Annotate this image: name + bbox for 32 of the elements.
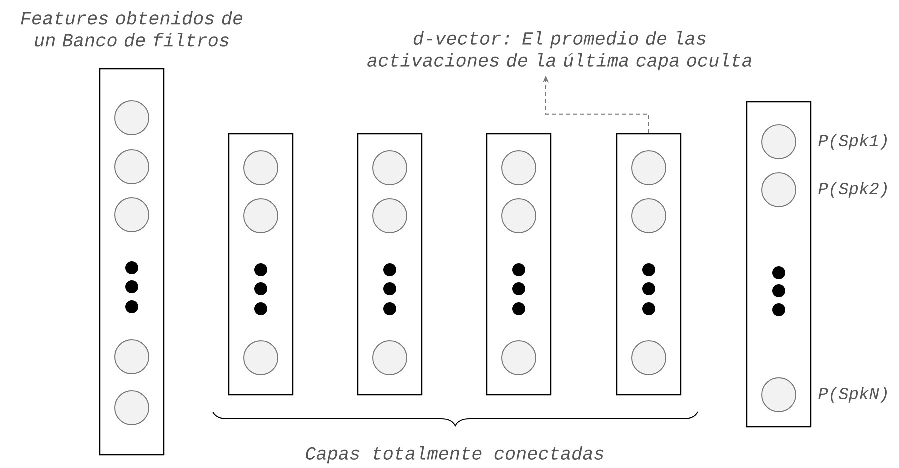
neuron-circle [632,198,666,234]
neuron-circle [114,198,150,232]
neuron-circle [372,198,408,234]
annotation-text: d-vector: El promedio de las activaciones de la última capa oculta [368,31,752,71]
neuron-circle [244,198,278,234]
brace-label: Capas totalmente conectadas [306,446,604,464]
neuron-circle [762,172,796,208]
layer-box [486,133,552,396]
neuron-circle [632,150,666,186]
neuron-circle [372,340,408,376]
neuron-circle [114,150,150,184]
neuron-circle [244,340,278,376]
probability-label: P(Spk2) [818,182,887,198]
probability-label: P(SpkN) [818,387,887,403]
neuron-circle [502,340,536,376]
neuron-circle [372,150,408,186]
neuron-circle [762,378,796,412]
neuron-circle [762,124,796,160]
neuron-circle [114,390,150,426]
neuron-circle [114,340,150,374]
layer-box: Features obtenidos de un Banco de filtros [21,11,243,456]
neuron-circle [502,150,536,186]
neuron-circle [244,150,278,186]
node-label: Features obtenidos de un Banco de filtros [21,11,243,47]
neuron-circle [114,100,150,136]
layer-box [616,133,682,396]
probability-label: P(Spk1) [818,134,887,150]
neuron-circle [632,340,666,376]
neuron-circle [502,198,536,234]
layer-box [228,133,294,396]
layer-box [357,133,423,396]
layer-box [746,101,812,428]
